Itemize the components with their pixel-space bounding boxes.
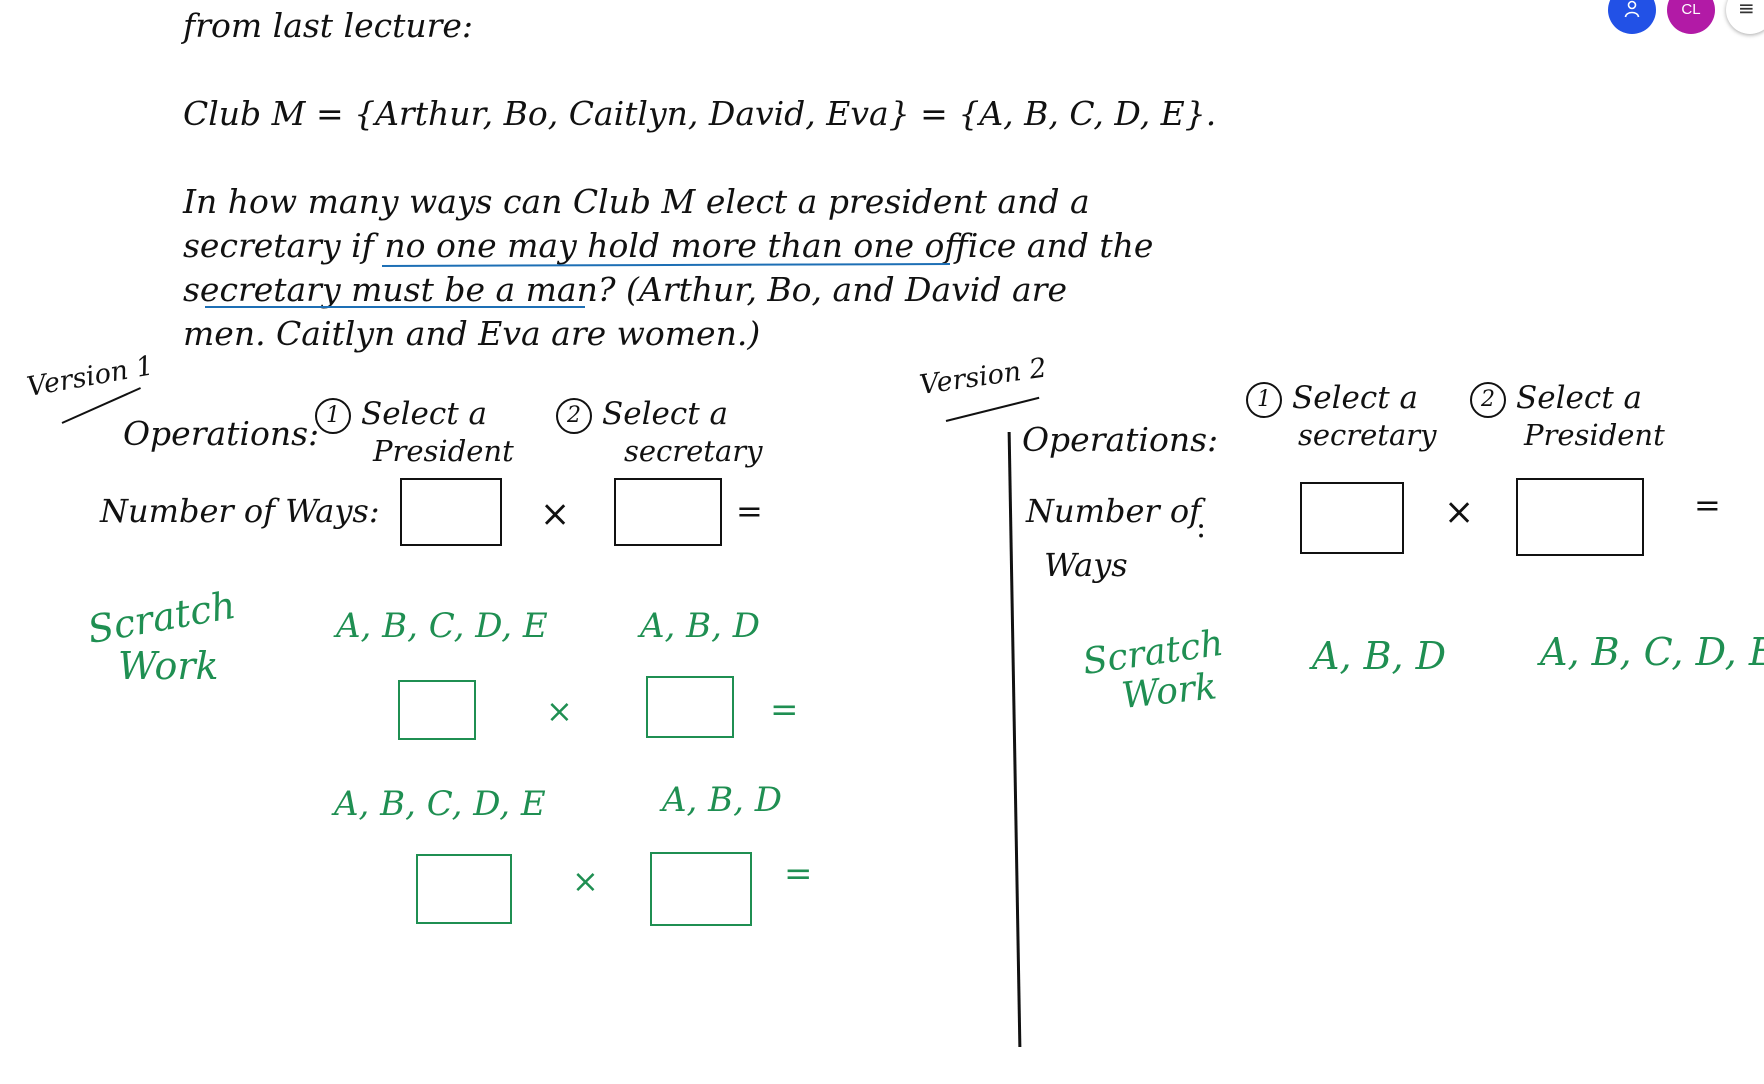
v2-scratch-label-2: Work bbox=[1119, 666, 1219, 717]
version-2-underline bbox=[945, 396, 1040, 422]
v1-scratch-box-2a[interactable] bbox=[416, 854, 512, 924]
menu-icon[interactable]: ≡ bbox=[1726, 0, 1764, 34]
question-line-2: secretary if no one may hold more than o… bbox=[183, 226, 1153, 265]
v1-scratch-box-2b[interactable] bbox=[650, 852, 752, 926]
version-1-label: Version 1 bbox=[24, 350, 156, 403]
v1-scratch-set-2a: A, B, C, D, E bbox=[334, 784, 546, 824]
v1-scratch-box-1b[interactable] bbox=[646, 676, 734, 738]
step-2-badge: 2 bbox=[556, 397, 592, 434]
version-2-operation-2: 2 Select a President bbox=[1470, 380, 1665, 452]
v1-answer-box-2[interactable] bbox=[614, 478, 722, 546]
version-1-operations-label: Operations: bbox=[123, 414, 320, 453]
v1-equals: = bbox=[736, 492, 763, 530]
question-line-2-start: secretary if bbox=[183, 226, 385, 265]
intro-text: from last lecture: bbox=[183, 6, 474, 45]
question-line-1: In how many ways can Club M elect a pres… bbox=[183, 182, 1090, 221]
user-avatar-button[interactable] bbox=[1608, 0, 1656, 34]
person-icon bbox=[1624, 0, 1640, 22]
v2-answer-box-1[interactable] bbox=[1300, 482, 1404, 554]
v1-scratch-set-2b: A, B, D bbox=[662, 780, 783, 820]
club-definition: Club M = {Arthur, Bo, Caitlyn, David, Ev… bbox=[183, 94, 1217, 133]
v2-step-1-badge: 1 bbox=[1246, 381, 1282, 418]
v1-scratch-set-1a: A, B, C, D, E bbox=[336, 606, 548, 646]
v2-op1-text-line1: Select a bbox=[1292, 380, 1418, 416]
highlight-underline-2 bbox=[205, 306, 585, 308]
v1-scratch-equals-1: = bbox=[770, 690, 799, 730]
v2-scratch-set-2: A, B, C, D, E bbox=[1540, 630, 1764, 674]
question-line-3: secretary must be a man? (Arthur, Bo, an… bbox=[183, 270, 1067, 309]
op2-text-line1: Select a bbox=[602, 396, 728, 432]
version-2-label: Version 2 bbox=[917, 352, 1049, 401]
version-1-ways-label: Number of Ways: bbox=[100, 492, 380, 530]
v2-equals: = bbox=[1694, 486, 1721, 524]
version-2-ways-label-2: Ways bbox=[1044, 546, 1128, 584]
v2-step-2-badge: 2 bbox=[1470, 381, 1506, 418]
v1-scratch-times-2: × bbox=[572, 862, 599, 900]
v1-scratch-label-1: Scratch bbox=[84, 582, 239, 652]
v1-answer-box-1[interactable] bbox=[400, 478, 502, 546]
v1-scratch-times-1: × bbox=[546, 692, 573, 730]
version-1-operation-2: 2 Select a secretary bbox=[556, 396, 763, 468]
version-1-operation-1: 1 Select a President bbox=[315, 396, 514, 468]
v2-op1-text-line2: secretary bbox=[1298, 417, 1437, 452]
op1-text-line2: President bbox=[373, 433, 514, 468]
v1-scratch-box-1a[interactable] bbox=[398, 680, 476, 740]
initials-avatar[interactable]: CL bbox=[1667, 0, 1715, 34]
op2-text-line2: secretary bbox=[624, 433, 763, 468]
question-line-4: men. Caitlyn and Eva are women.) bbox=[183, 314, 761, 353]
version-2-operation-1: 1 Select a secretary bbox=[1246, 380, 1437, 452]
condition-no-multiple-offices: no one may hold more than one office bbox=[384, 226, 1017, 265]
v1-scratch-set-1b: A, B, D bbox=[640, 606, 761, 646]
question-line-2-end: and the bbox=[1016, 226, 1154, 265]
op1-text-line1: Select a bbox=[361, 396, 487, 432]
question-line-3-end: ? (Arthur, Bo, and David are bbox=[597, 270, 1067, 309]
v2-times: × bbox=[1444, 492, 1475, 533]
v1-times: × bbox=[540, 494, 571, 535]
step-1-badge: 1 bbox=[315, 397, 351, 434]
version-divider-line bbox=[1007, 432, 1022, 1047]
version-2-ways-label-1: Number of bbox=[1026, 492, 1201, 530]
v2-scratch-set-1: A, B, D bbox=[1312, 634, 1447, 678]
version-2-operations-label: Operations: bbox=[1022, 420, 1219, 459]
v2-answer-box-2[interactable] bbox=[1516, 478, 1644, 556]
condition-secretary-man: secretary must be a man bbox=[183, 270, 598, 309]
v2-op2-text-line1: Select a bbox=[1516, 380, 1642, 416]
v1-scratch-label-2: Work bbox=[118, 644, 219, 688]
v2-op2-text-line2: President bbox=[1524, 417, 1665, 452]
v1-scratch-equals-2: = bbox=[784, 854, 813, 894]
version-2-ways-colon: : bbox=[1196, 510, 1207, 545]
